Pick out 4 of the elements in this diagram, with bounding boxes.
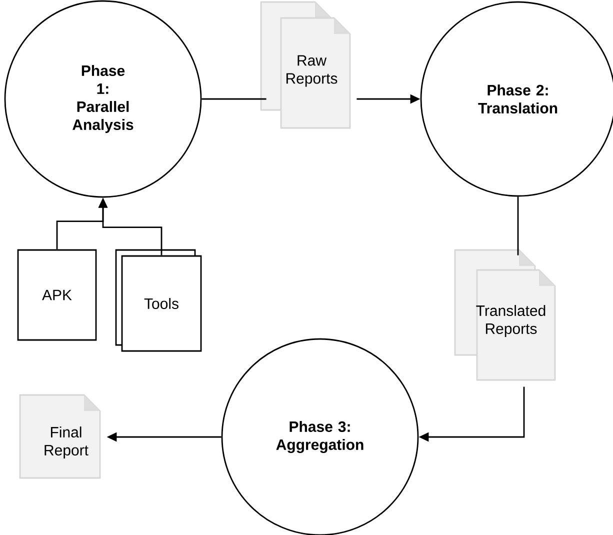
input-box: APK: [17, 249, 97, 341]
box-stack: Tools: [115, 249, 202, 352]
document-stack: Raw Reports: [260, 1, 351, 129]
document-stack: Translated Reports: [454, 249, 556, 381]
